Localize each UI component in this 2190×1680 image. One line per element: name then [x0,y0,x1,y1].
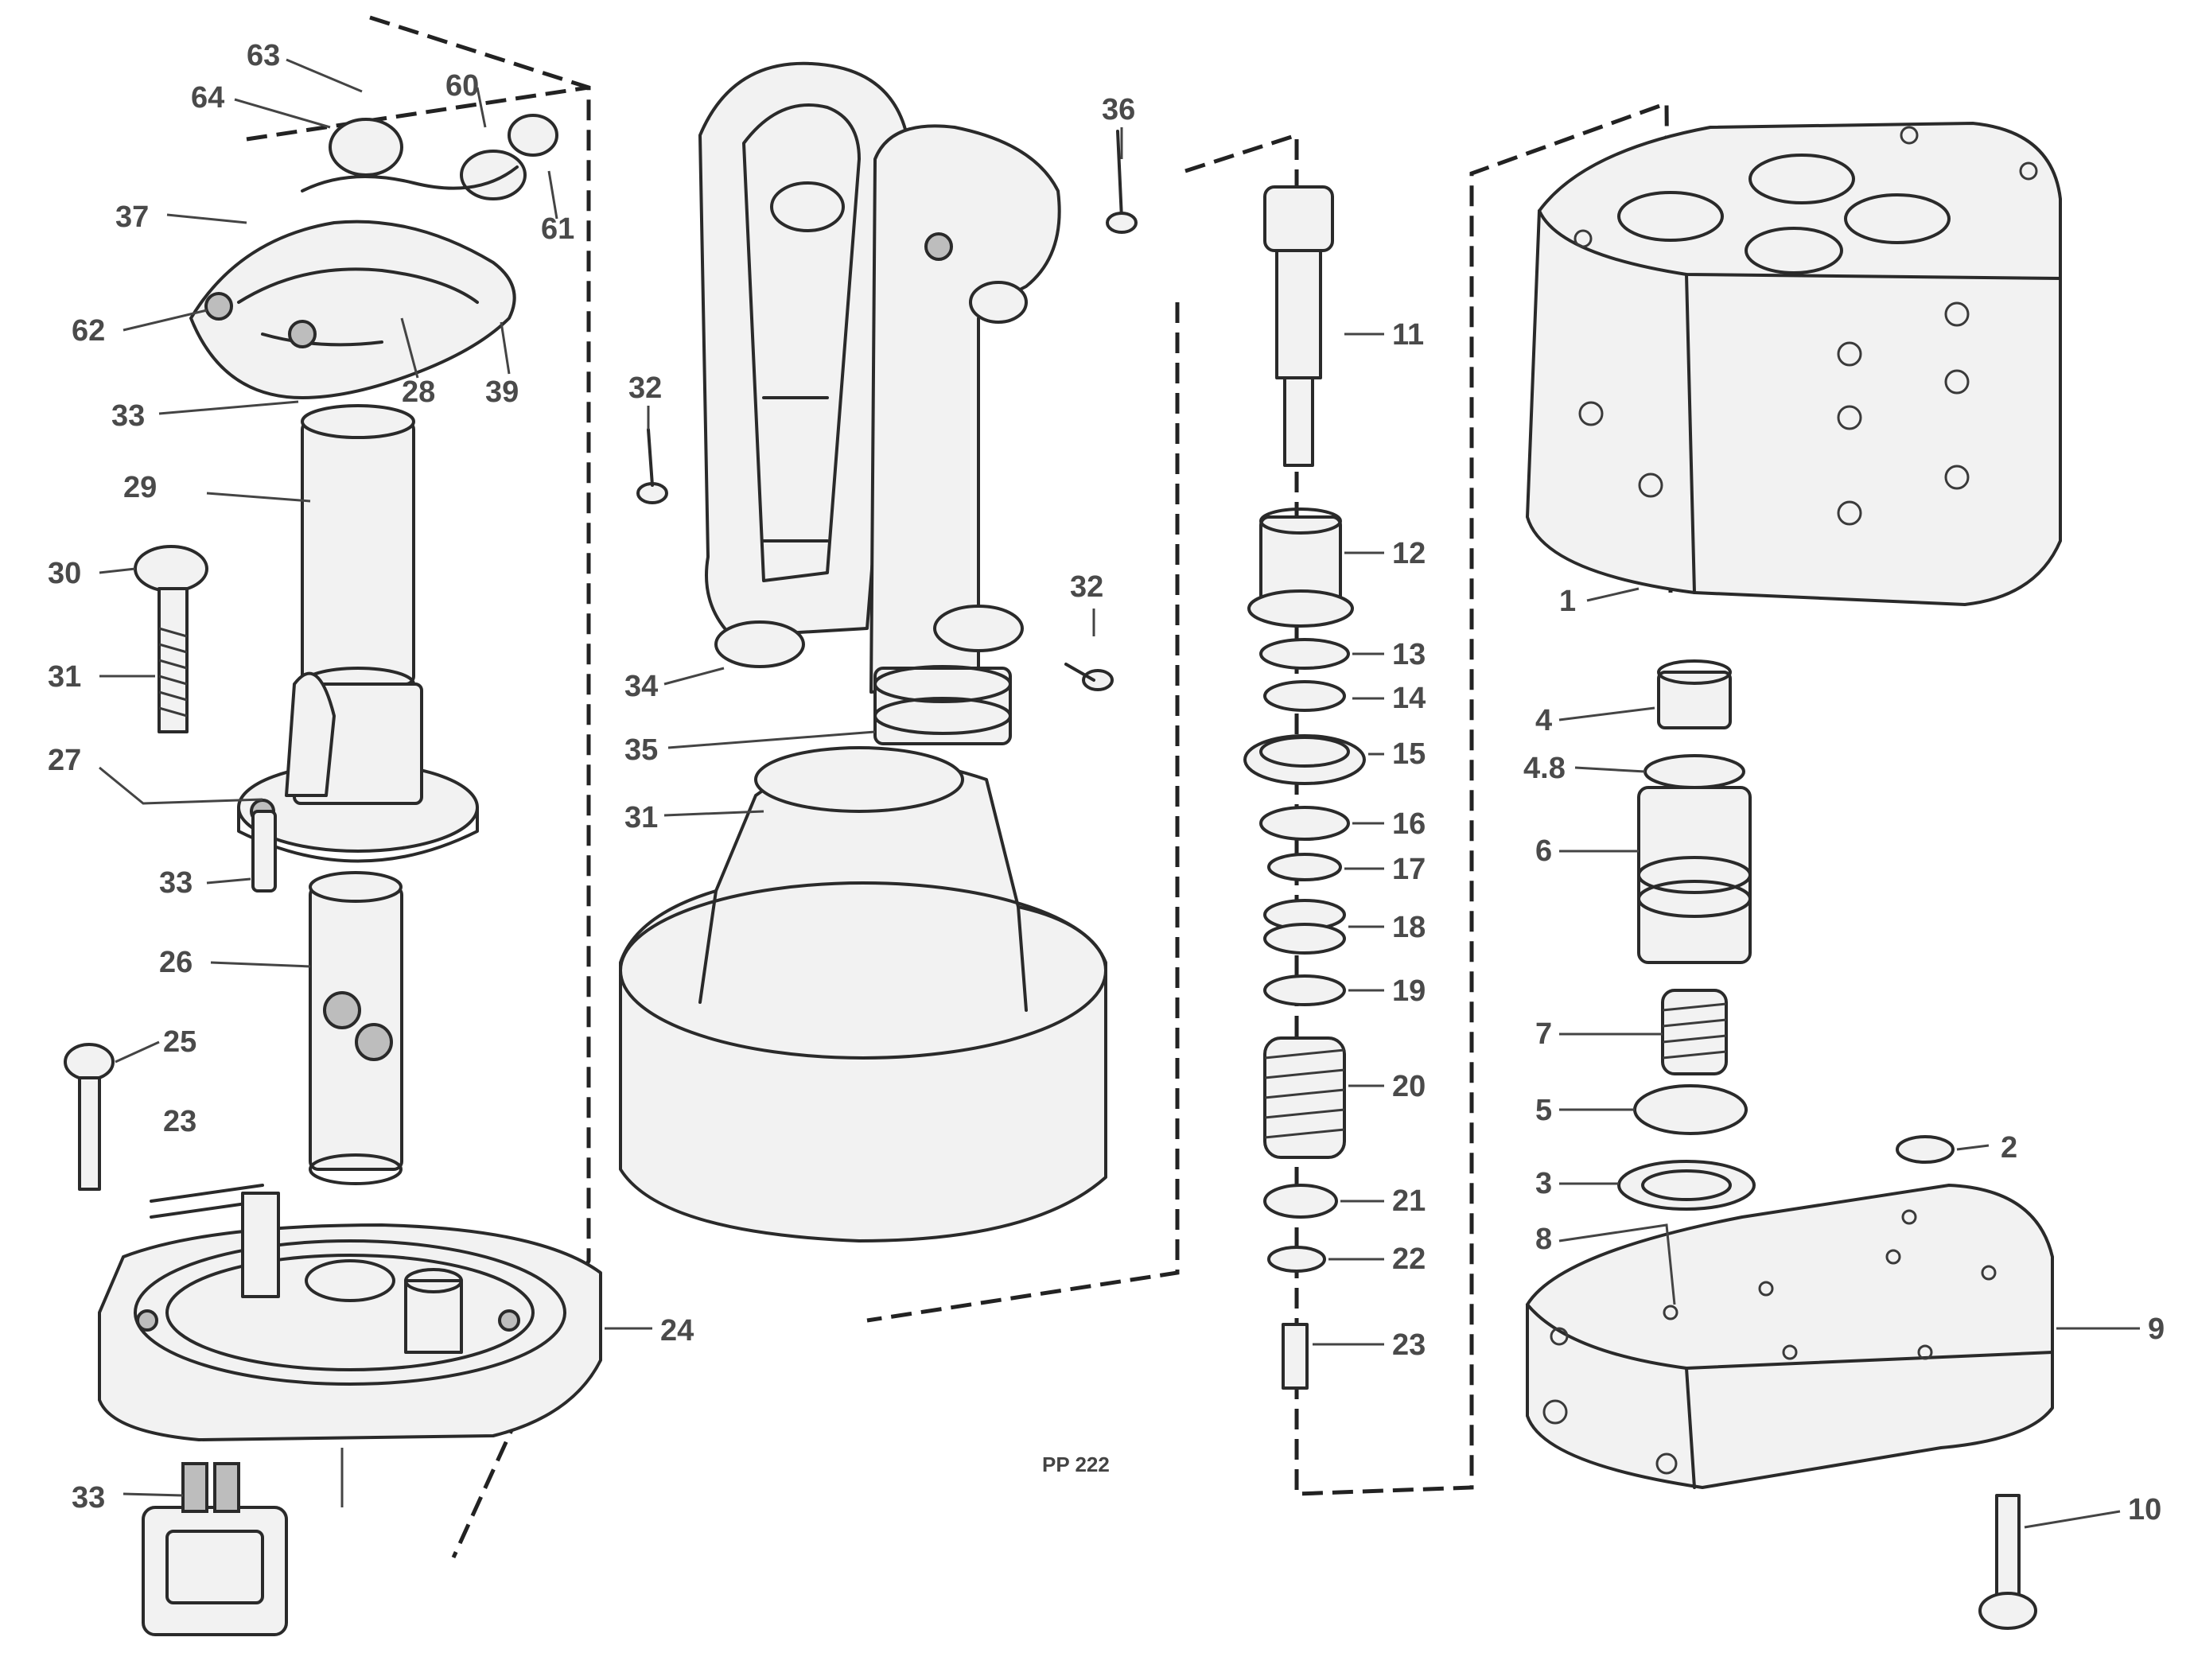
spring-seat [1243,734,1366,785]
right-assembly [1526,122,2140,1630]
callout-32-left: 32 [628,371,662,405]
screw-head [64,1043,115,1081]
plunger-rod [1275,249,1322,379]
callout-13: 13 [1392,638,1426,671]
callout-32-right: 32 [1070,570,1103,604]
callout-23-left: 23 [163,1105,196,1138]
callout-36: 36 [1102,93,1135,126]
callout-29: 29 [123,471,157,504]
base-plate [98,1223,602,1441]
spool-body [1637,786,1752,964]
spool-spring [1661,989,1728,1075]
callout-21: 21 [1392,1184,1426,1218]
callout-5: 5 [1535,1094,1552,1127]
top-knob [329,118,403,177]
callout-31: 31 [48,660,81,694]
callout-25: 25 [163,1025,196,1059]
o-ring [1617,1160,1756,1211]
spool-top [1657,671,1732,729]
callout-18: 18 [1392,911,1426,944]
callout-20: 20 [1392,1070,1426,1103]
callout-8: 8 [1535,1223,1552,1256]
callout-60: 60 [445,69,479,103]
plunger-cap [1263,185,1334,252]
callout-64: 64 [191,81,224,115]
callout-35: 35 [624,733,658,767]
callout-23-right: 23 [1392,1328,1426,1362]
callout-14: 14 [1392,682,1426,715]
callout-3: 3 [1535,1167,1552,1200]
callout-33-top: 33 [111,399,145,433]
pin [251,810,277,892]
callout-30: 30 [48,557,81,590]
callout-61: 61 [541,212,574,246]
connector [142,1506,288,1636]
callout-62: 62 [72,314,105,348]
callout-11: 11 [1392,318,1424,352]
callout-19: 19 [1392,974,1426,1008]
bolt-head [134,545,208,593]
callout-2: 2 [2001,1131,2017,1165]
left-assembly [64,15,652,1636]
callout-9: 9 [2148,1312,2165,1346]
callout-31-boot: 31 [624,801,658,834]
washer [1259,638,1350,670]
callout-22: 22 [1392,1242,1426,1276]
spring-plate [1633,1084,1748,1135]
valve-block-bottom [1526,1184,2054,1489]
callout-39: 39 [485,375,519,409]
callout-17: 17 [1392,853,1426,886]
callout-4: 4 [1535,704,1552,737]
callout-labels: 63 64 60 61 37 62 33 28 39 29 30 31 27 3… [48,39,2165,1526]
callout-10: 10 [2128,1493,2161,1526]
valve-stack [1184,100,1673,1496]
callout-15: 15 [1392,737,1426,771]
callout-1: 1 [1559,585,1576,618]
middle-assembly [619,61,1180,1323]
callout-28: 28 [402,375,435,409]
callout-16: 16 [1392,807,1426,841]
callout-12: 12 [1392,537,1426,570]
reference-code: PP 222 [1042,1452,1110,1476]
callout-24: 24 [660,1314,694,1348]
callout-33-bottom: 33 [72,1481,105,1515]
callout-63: 63 [247,39,280,72]
callout-26: 26 [159,946,193,979]
lower-tube [309,885,403,1171]
callout-34: 34 [624,670,658,703]
callout-7: 7 [1535,1017,1552,1051]
lever-bracket [189,220,516,399]
callout-37: 37 [115,200,149,234]
callout-4-8: 4.8 [1523,752,1566,785]
reference-code-line-3: PP 222 [1042,1452,1110,1476]
upper-tube [301,420,415,686]
callout-27: 27 [48,744,81,777]
callout-6: 6 [1535,834,1552,868]
rubber-boot [619,757,1107,1242]
callout-33-mid: 33 [159,866,193,900]
